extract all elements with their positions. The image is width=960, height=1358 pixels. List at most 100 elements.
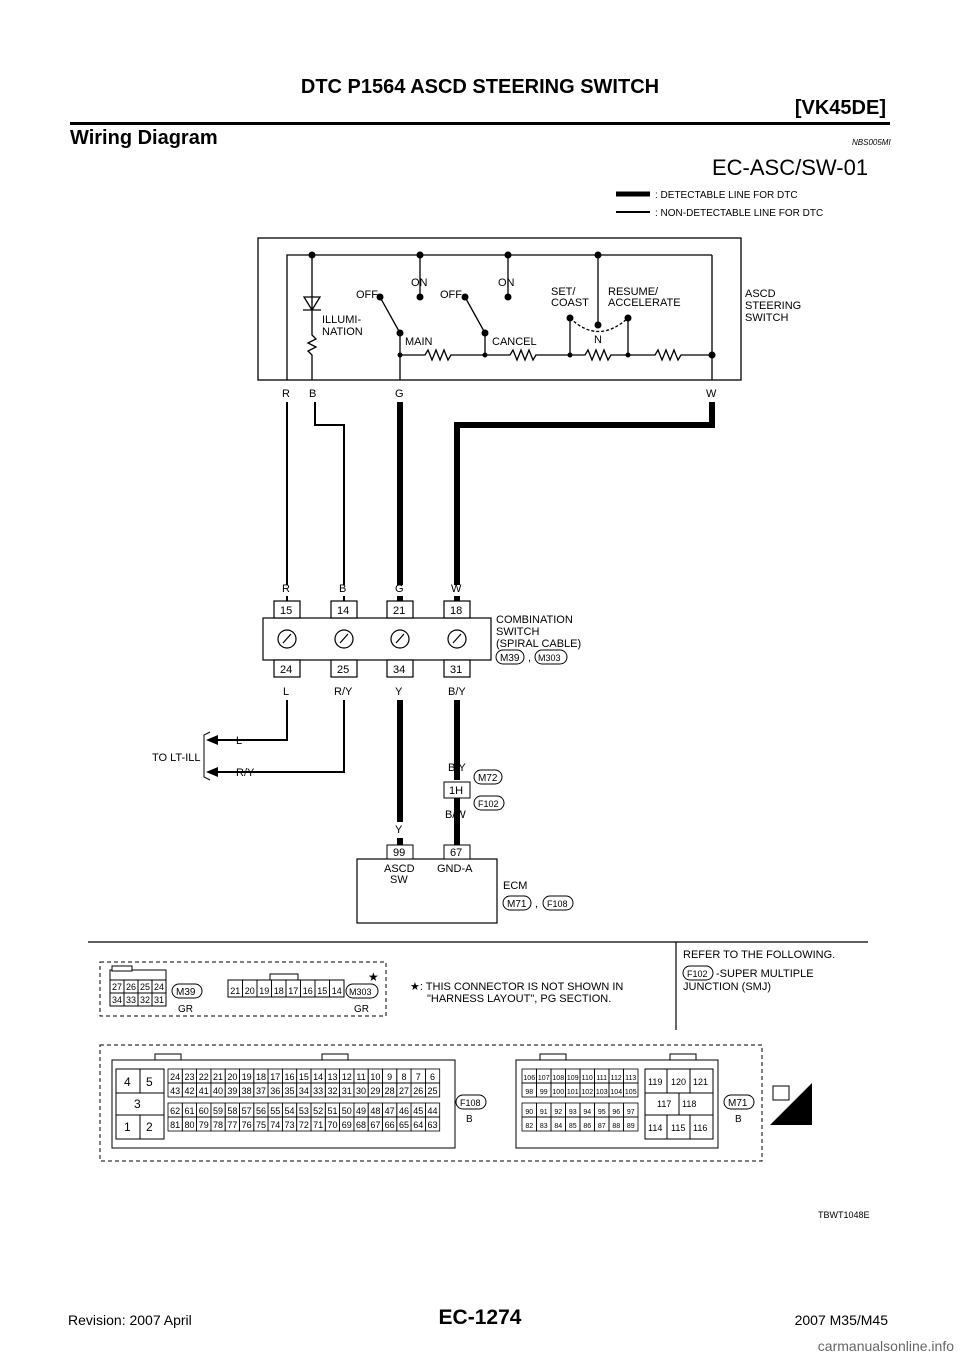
m71-pin: 93 <box>569 1109 577 1116</box>
engine-tag: [VK45DE] <box>794 97 886 119</box>
f108-pin: 58 <box>227 1106 237 1116</box>
svg-text:ASCD: ASCD <box>745 288 776 300</box>
f108-pin: 16 <box>285 1072 295 1082</box>
ecm: 99 67 ASCD SW GND-A ECM M71 , F108 <box>356 844 574 924</box>
f108-pin: 41 <box>199 1086 209 1096</box>
svg-text:R/Y: R/Y <box>236 767 255 779</box>
m303-pin: 20 <box>245 986 255 996</box>
svg-text:COMBINATION: COMBINATION <box>496 614 573 626</box>
joint-connector: B/Y 1H M72 F102 B/W Y <box>395 762 505 836</box>
svg-text:H.S.: H.S. <box>786 1113 806 1124</box>
m71-pin: 96 <box>612 1109 620 1116</box>
svg-text:R/Y: R/Y <box>334 686 353 698</box>
f108-pin: 53 <box>299 1106 309 1116</box>
m71-cell <box>623 1082 639 1098</box>
header-rule <box>70 122 890 125</box>
m71-pin: 109 <box>567 1075 579 1082</box>
f108-pin: 75 <box>256 1120 266 1130</box>
switch-labels: ILLUMI- NATION OFF ON OFF ON MAIN CANCEL… <box>282 277 801 400</box>
svg-text:B/Y: B/Y <box>448 686 466 698</box>
svg-text:33: 33 <box>126 995 136 1005</box>
svg-text:GND-A: GND-A <box>437 863 473 875</box>
m71-pin: 91 <box>540 1109 548 1116</box>
svg-text:120: 120 <box>671 1077 686 1087</box>
large-connectors-frame <box>99 1044 763 1162</box>
f108-pin: 61 <box>184 1106 194 1116</box>
f108-pin: 17 <box>270 1072 280 1082</box>
svg-text:115: 115 <box>671 1123 685 1133</box>
svg-text:STEERING: STEERING <box>745 300 801 312</box>
f108-pin: 55 <box>270 1106 280 1116</box>
f108-pin: 30 <box>356 1086 366 1096</box>
svg-text:M303: M303 <box>349 987 372 997</box>
svg-text:SWITCH: SWITCH <box>496 626 539 638</box>
svg-text:99: 99 <box>393 847 405 859</box>
svg-text:4: 4 <box>124 1075 131 1089</box>
svg-text:R: R <box>282 388 290 400</box>
m71-pin: 99 <box>540 1089 548 1096</box>
f108-pin: 56 <box>256 1106 266 1116</box>
f108-pin: 71 <box>313 1120 323 1130</box>
m71-pin: 98 <box>525 1089 533 1096</box>
svg-text:N: N <box>594 334 602 346</box>
m71-pin: 104 <box>610 1089 622 1096</box>
legend-detectable: : DETECTABLE LINE FOR DTC <box>655 190 798 201</box>
svg-text:ON: ON <box>411 277 428 289</box>
svg-text:W: W <box>451 583 462 595</box>
svg-text:F102: F102 <box>478 799 499 809</box>
f108-pin: 21 <box>213 1072 223 1082</box>
m303-pin: 16 <box>303 986 313 996</box>
svg-text:F108: F108 <box>547 899 568 909</box>
f108-pin: 9 <box>387 1072 392 1082</box>
svg-text:27: 27 <box>112 982 122 992</box>
f108-pin: 34 <box>299 1086 309 1096</box>
svg-text:M39: M39 <box>500 653 520 664</box>
svg-text:24: 24 <box>154 982 164 992</box>
f108-pin: 15 <box>299 1072 309 1082</box>
f108-pin: 78 <box>213 1120 223 1130</box>
svg-text:M71: M71 <box>507 899 527 910</box>
svg-text:B/W: B/W <box>445 809 466 821</box>
svg-text:ECM: ECM <box>503 880 527 892</box>
svg-text:REFER TO THE FOLLOWING.: REFER TO THE FOLLOWING. <box>683 949 835 961</box>
svg-text:31: 31 <box>450 664 462 676</box>
svg-text:,: , <box>528 652 531 664</box>
svg-text:L: L <box>236 735 242 747</box>
svg-text:116: 116 <box>693 1123 707 1133</box>
connector-note: ★: THIS CONNECTOR IS NOT SHOWN IN "HARNE… <box>410 981 623 1005</box>
f108-cell <box>424 1116 441 1132</box>
svg-text:5: 5 <box>146 1075 153 1089</box>
m71-pin: 110 <box>582 1075 593 1082</box>
lt-ill-reference: TO LT-ILL L R/Y <box>152 731 255 781</box>
svg-text:F102: F102 <box>687 969 708 979</box>
f108-pin: 19 <box>242 1072 252 1082</box>
svg-text:RESUME/: RESUME/ <box>608 286 659 298</box>
f108-pin: 29 <box>370 1086 380 1096</box>
wires-upper <box>286 402 715 585</box>
m303-labels: M303 ★ GR <box>349 970 379 1015</box>
svg-text:1H: 1H <box>449 785 463 797</box>
f108-pin: 48 <box>370 1106 380 1116</box>
svg-text:31: 31 <box>154 995 164 1005</box>
watermark: carmanualsonline.info <box>817 1338 954 1354</box>
legend: : DETECTABLE LINE FOR DTC : NON-DETECTAB… <box>616 190 823 219</box>
svg-text:ON: ON <box>498 277 515 289</box>
svg-text:67: 67 <box>450 847 462 859</box>
svg-text:18: 18 <box>450 605 462 617</box>
svg-text:G: G <box>395 583 404 595</box>
svg-text:ASCD: ASCD <box>384 863 415 875</box>
section-code: NBS005MI <box>852 138 891 147</box>
combo-pins: 15 14 21 18 24 25 34 31 L R/Y Y B/Y COMB… <box>280 605 581 698</box>
svg-text:119: 119 <box>648 1077 662 1087</box>
section-title: Wiring Diagram <box>70 127 218 149</box>
svg-text:M303: M303 <box>538 653 561 663</box>
m71-pin: 97 <box>627 1109 635 1116</box>
svg-text:TO LT-ILL: TO LT-ILL <box>152 752 201 764</box>
svg-text:25: 25 <box>337 664 349 676</box>
f108-pin: 35 <box>285 1086 295 1096</box>
svg-text:114: 114 <box>648 1123 662 1133</box>
svg-text:B: B <box>309 388 316 400</box>
svg-text:OFF: OFF <box>356 289 378 301</box>
